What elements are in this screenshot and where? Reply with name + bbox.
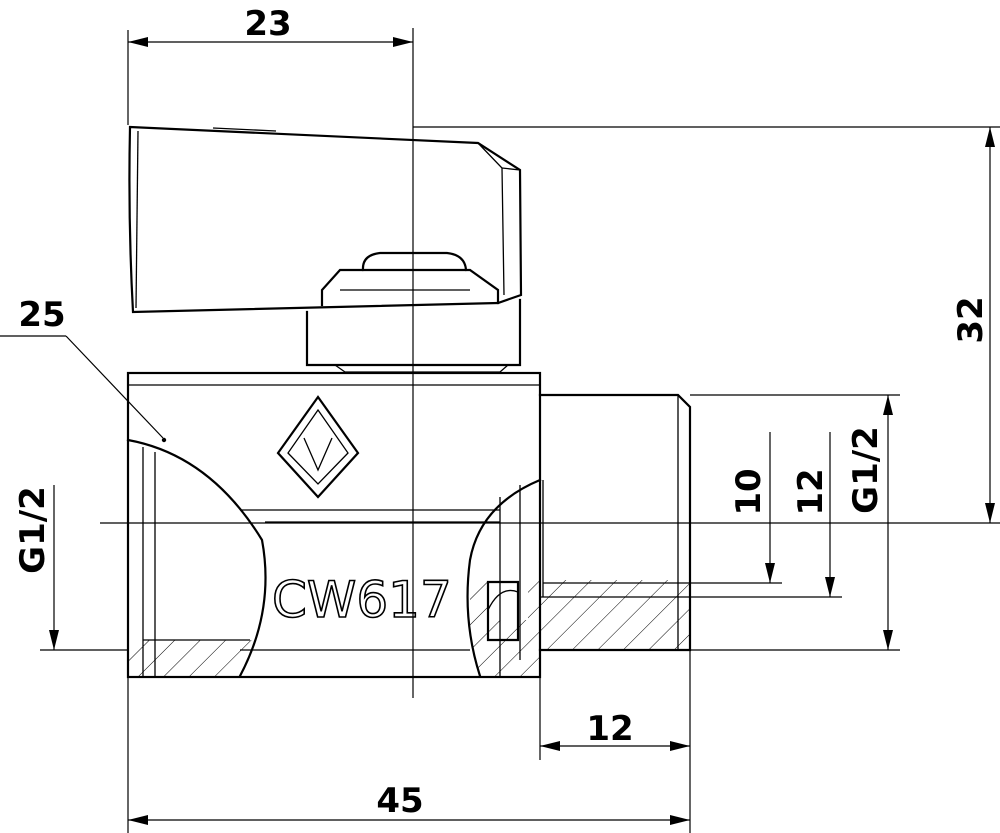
- dimension-thread-left: G1/2: [13, 485, 128, 651]
- dimension-total-length: 45: [127, 650, 691, 833]
- dim-label-25: 25: [18, 295, 65, 335]
- dim-label-12-inner: 12: [791, 468, 831, 515]
- dimension-inner-12: 12: [678, 432, 842, 598]
- dimension-thread-right: G1/2: [690, 394, 900, 651]
- material-marking: CW617: [272, 571, 452, 629]
- dim-label-32: 32: [951, 296, 991, 343]
- dim-label-12-length: 12: [586, 709, 633, 749]
- brand-logo: [276, 395, 360, 499]
- dim-label-23: 23: [244, 4, 291, 44]
- dim-label-g12-right: G1/2: [846, 426, 886, 514]
- dim-label-45: 45: [376, 781, 423, 821]
- dimension-thread-length: 12: [539, 677, 690, 760]
- right-cutaway: [466, 478, 690, 678]
- dimension-handle-width: 23: [127, 4, 413, 125]
- valve-handle: [128, 125, 523, 314]
- dim-label-g12-left: G1/2: [13, 486, 53, 574]
- left-cutaway: [126, 437, 500, 678]
- center-lines: [100, 28, 1000, 698]
- callout-body-width: 25: [0, 295, 164, 439]
- dim-label-10: 10: [729, 468, 769, 515]
- dimension-inner-10: 10: [543, 432, 782, 584]
- dimension-total-height: 32: [413, 126, 1000, 523]
